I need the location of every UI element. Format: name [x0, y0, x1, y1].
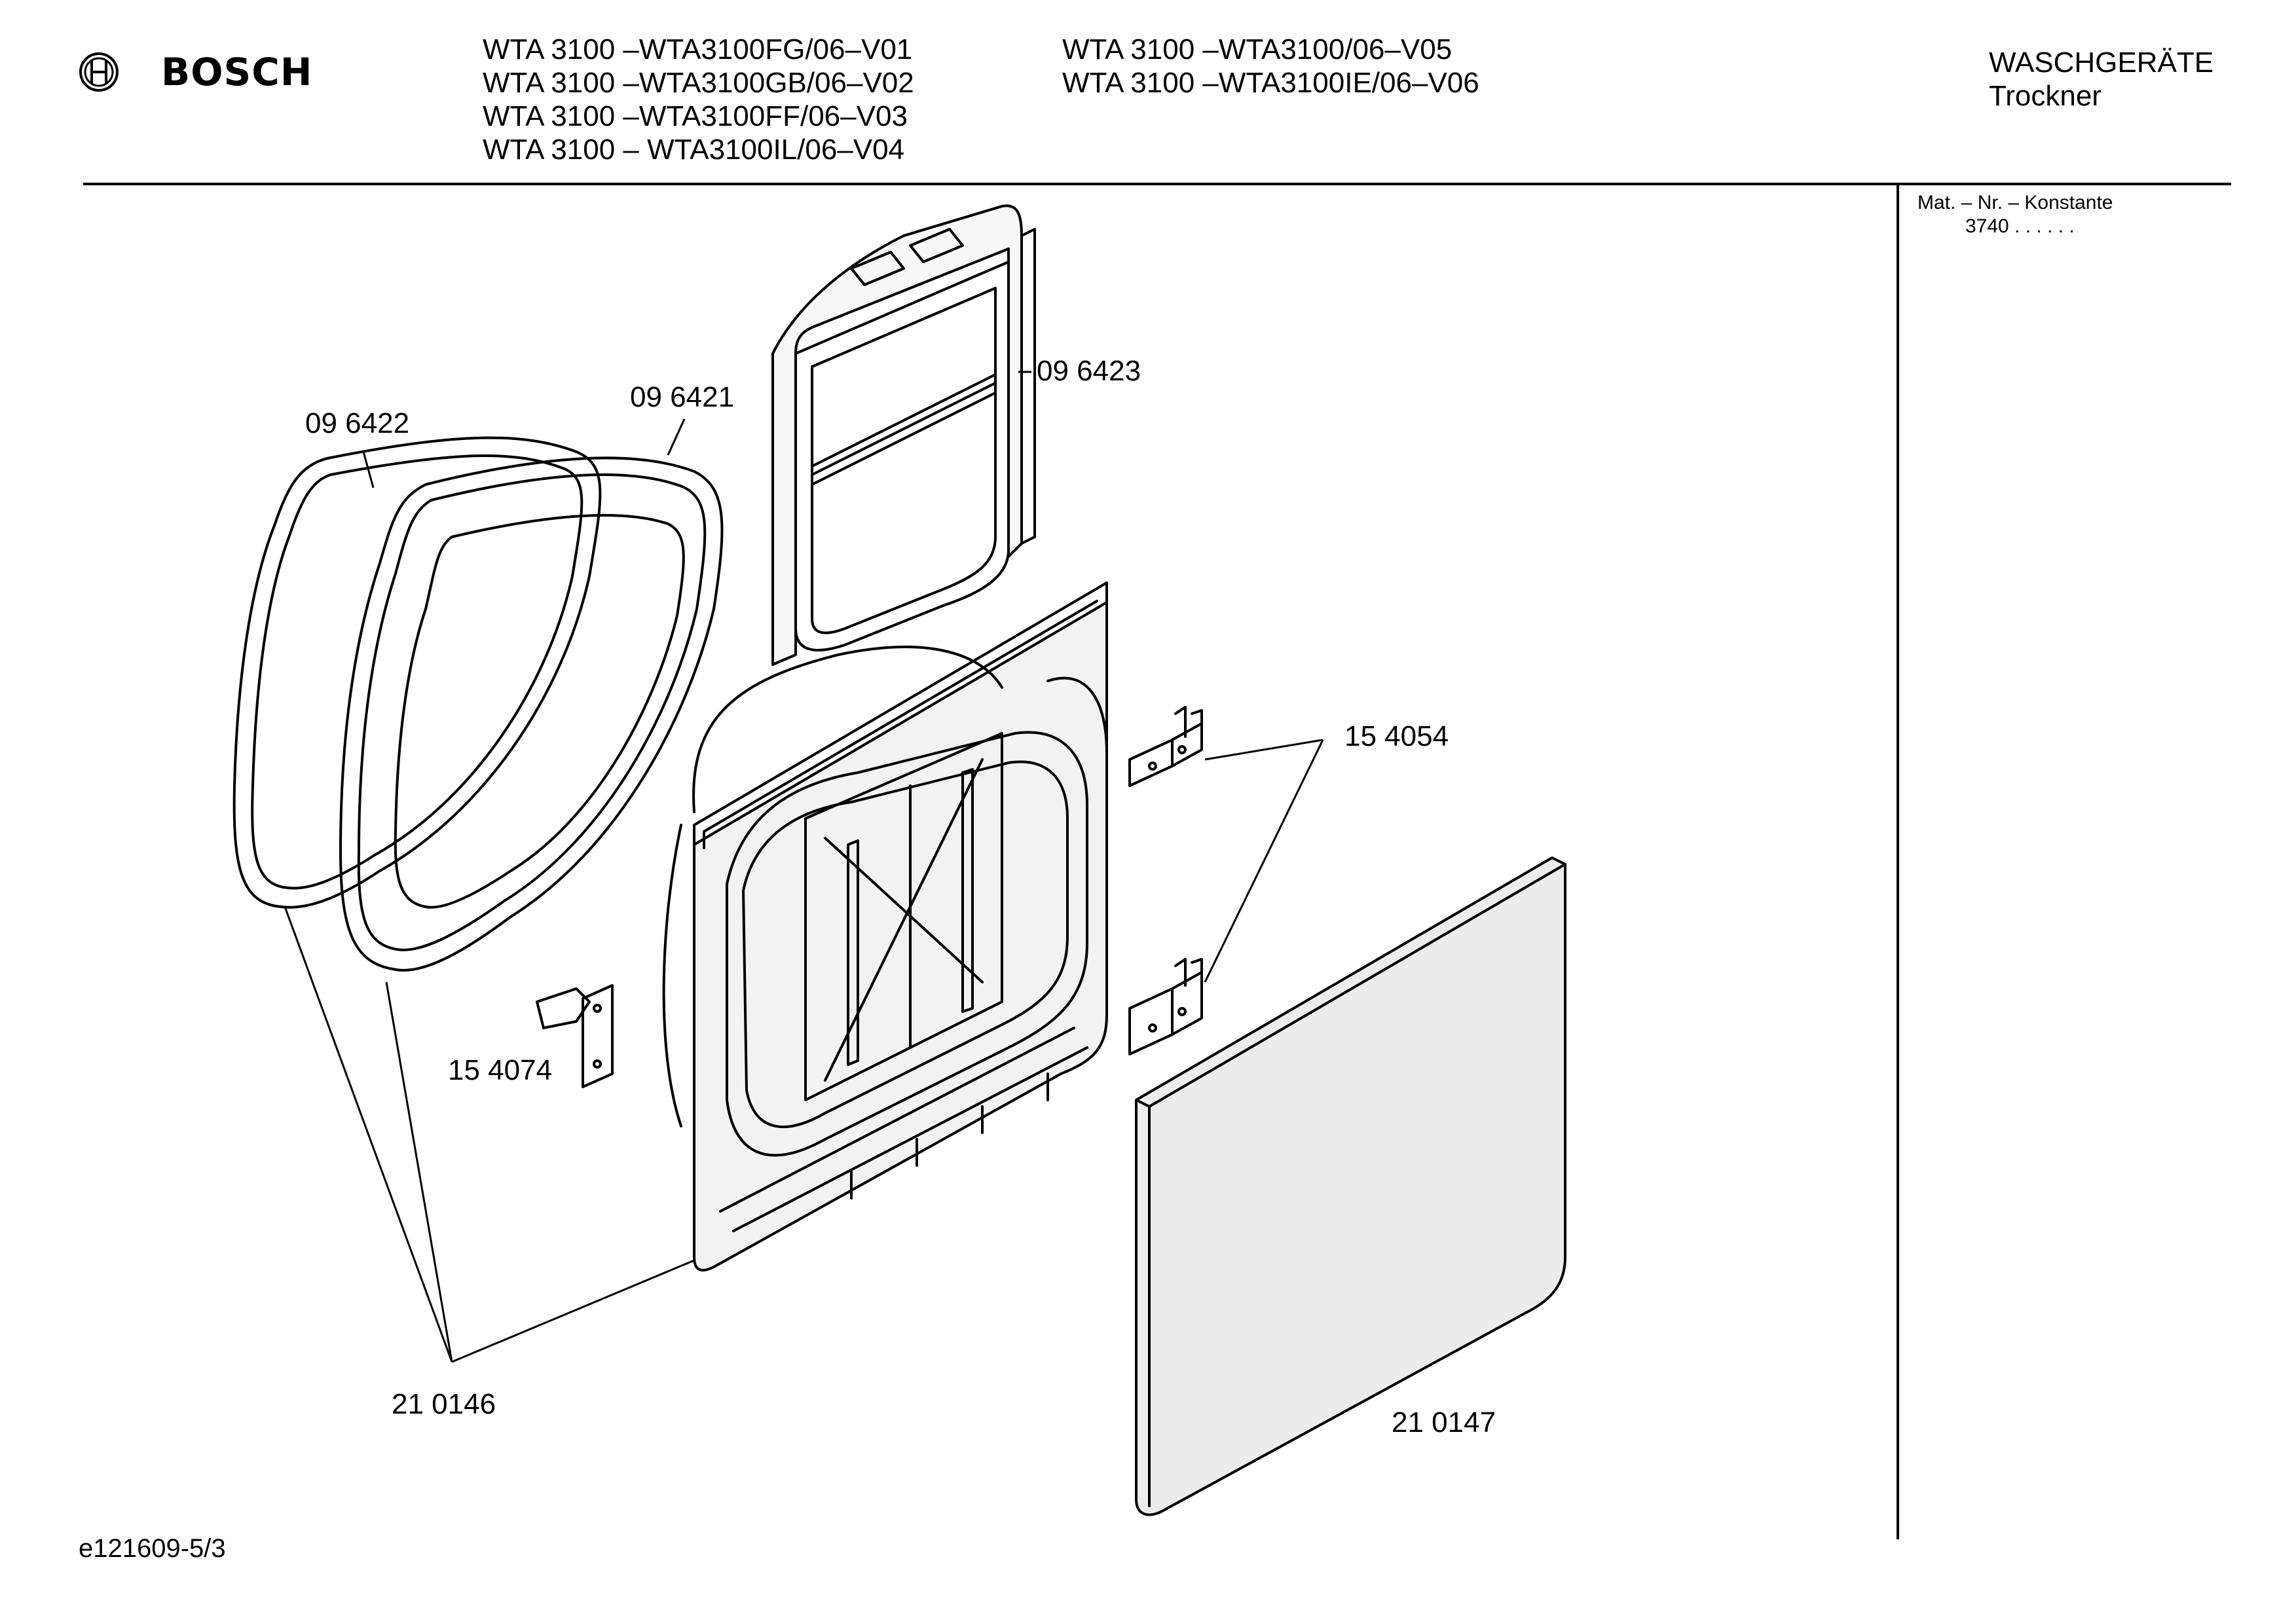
- callout-09-6421: 09 6421: [630, 381, 735, 413]
- brand-logo: BOSCH: [79, 46, 312, 98]
- model-line: WTA 3100 –WTA3100FG/06–V01: [483, 33, 913, 65]
- part-15-4054-hinge-lower: [1128, 958, 1203, 1055]
- leader-15-4054-upper: [1204, 739, 1324, 761]
- part-09-6423-lint-filter: [771, 204, 1036, 666]
- model-list-right: WTA 3100 –WTA3100/06–V05 WTA 3100 –WTA31…: [1062, 33, 1479, 100]
- header-divider: [83, 183, 2231, 185]
- category-block: WASCHGERÄTE Trockner: [1989, 46, 2213, 113]
- callout-15-4074: 15 4074: [448, 1054, 553, 1086]
- part-21-0147-door-panel: [1135, 856, 1566, 1516]
- leader-21-0146-c: [451, 1259, 695, 1363]
- model-list-left: WTA 3100 –WTA3100FG/06–V01 WTA 3100 –WTA…: [483, 33, 914, 166]
- model-line: WTA 3100 –WTA3100GB/06–V02: [483, 67, 914, 99]
- drawing-id: e121609-5/3: [79, 1534, 226, 1563]
- leader-21-0146-b: [385, 981, 453, 1363]
- leader-lines: [284, 371, 1324, 1363]
- model-line: WTA 3100 –WTA3100IE/06–V06: [1062, 67, 1479, 99]
- callout-09-6422: 09 6422: [305, 407, 410, 439]
- model-line: WTA 3100 –WTA3100FF/06–V03: [483, 100, 908, 132]
- leader-09-6421: [667, 418, 686, 456]
- part-21-0146-door-frame: [662, 581, 1108, 1272]
- side-panel-divider: [1897, 185, 1899, 1539]
- model-line: WTA 3100 – WTA3100IL/06–V04: [483, 134, 905, 166]
- callout-15-4054: 15 4054: [1344, 720, 1449, 752]
- material-number-label: Mat. – Nr. – Konstante: [1917, 192, 2113, 213]
- bosch-logo-icon: [79, 52, 119, 92]
- part-09-6422-outer-seal: [232, 436, 602, 909]
- leader-21-0146-a: [284, 906, 453, 1363]
- material-number-value: 3740 . . . . . .: [1965, 215, 2075, 237]
- category-title: WASCHGERÄTE: [1989, 46, 2214, 79]
- callout-21-0147: 21 0147: [1392, 1406, 1496, 1438]
- callout-09-6423: 09 6423: [1037, 355, 1141, 387]
- leader-09-6422: [362, 451, 375, 488]
- part-15-4074-door-latch: [536, 984, 614, 1088]
- category-subtitle: Trockner: [1989, 80, 2102, 112]
- material-number-block: Mat. – Nr. – Konstante 3740 . . . . . .: [1917, 191, 2113, 238]
- part-15-4054-hinge-upper: [1128, 706, 1203, 787]
- model-line: WTA 3100 –WTA3100/06–V05: [1062, 33, 1453, 65]
- leader-15-4054-lower: [1204, 739, 1324, 983]
- callout-21-0146: 21 0146: [392, 1388, 496, 1420]
- brand-name: BOSCH: [161, 50, 313, 94]
- part-09-6421-inner-seal: [339, 456, 724, 972]
